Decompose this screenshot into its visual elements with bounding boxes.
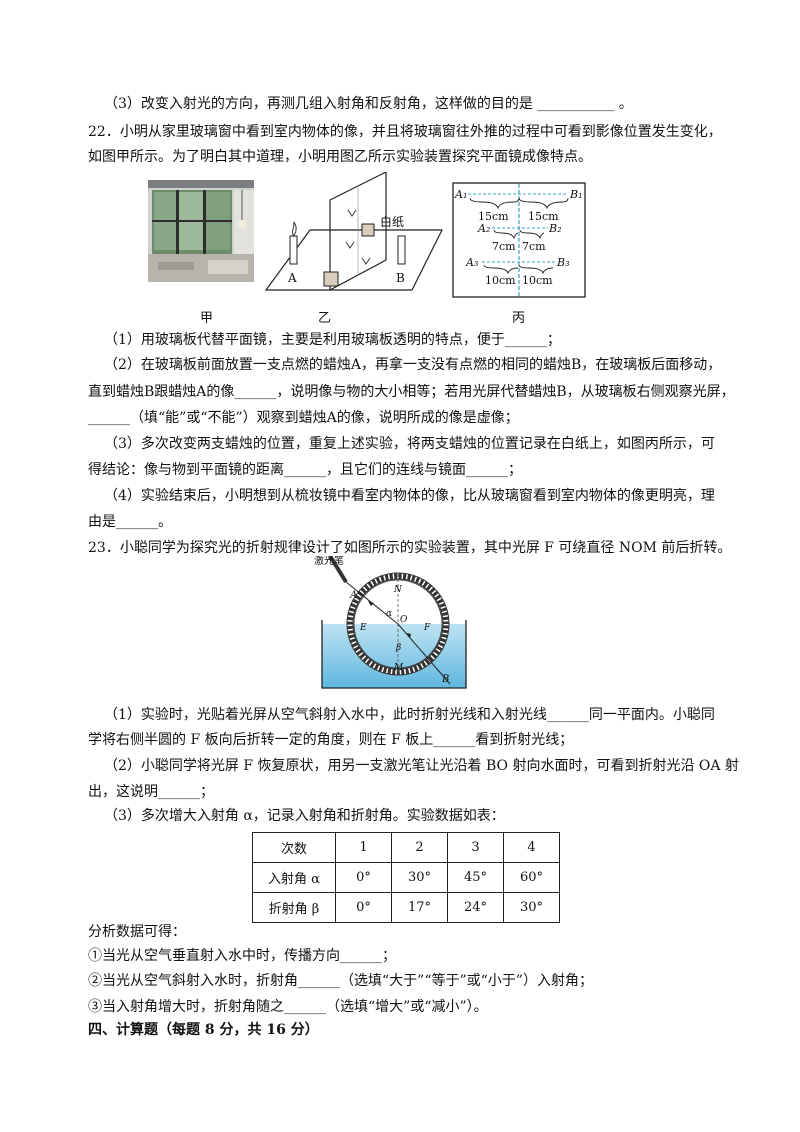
table-row: 折射角 β 0° 17° 24° 30° (252, 892, 560, 923)
q23-part3: （3）多次增大入射角 α，记录入射角和折射角。实验数据如表： (104, 808, 505, 824)
label-alpha: α (386, 609, 392, 619)
table-header-cell: 1 (335, 832, 392, 863)
label-n: N (393, 585, 403, 595)
figure-bing-records: A₁ B₁ 15cm 15cm A₂ B₂ 7cm 7cm A₃ B₃ 10cm… (452, 182, 586, 298)
label-a1: A₁ (454, 188, 467, 201)
table-cell: 0° (335, 892, 392, 923)
figure-refraction-apparatus: 激光笔 A N α O E F β M B (314, 556, 467, 689)
label-candle-a: A (287, 271, 297, 285)
dist-b3: 10cm (522, 274, 553, 287)
dist-a3: 10cm (485, 274, 516, 287)
label-m: M (393, 663, 404, 673)
dist-a1: 15cm (478, 210, 509, 223)
analysis-heading: 分析数据可得： (88, 924, 186, 940)
label-white-paper: 白纸 (380, 214, 404, 229)
label-o: O (400, 615, 408, 625)
label-laser-pen: 激光笔 (314, 556, 344, 567)
q23-part2-line2: 出，这说明______； (88, 784, 214, 800)
label-a2: A₂ (477, 222, 490, 235)
table-cell: 30° (503, 892, 560, 923)
q22-part4-line2: 由是______。 (88, 514, 172, 530)
q22-part2-line3: ______（填“能”或“不能”）观察到蜡烛A的像，说明所成的像是虚像； (88, 410, 519, 426)
table-cell: 30° (391, 862, 448, 893)
dist-b1: 15cm (528, 210, 559, 223)
table-cell: 45° (447, 862, 504, 893)
conclusion-2: ②当光从空气斜射入水时，折射角______（选填“大于”“等于”或“小于”）入射… (88, 973, 593, 989)
caption-bing: 丙 (512, 311, 526, 326)
q22-part3-line2: 得结论：像与物到平面镜的距离______，且它们的连线与镜面______； (88, 462, 522, 478)
q22-part2-line1: （2）在玻璃板前面放置一支点燃的蜡烛A，再拿一支没有点燃的相同的蜡烛B，在玻璃板… (104, 357, 722, 373)
table-cell: 60° (503, 862, 560, 893)
label-a3: A₃ (465, 256, 478, 269)
conclusion-3: ③当入射角增大时，折射角随之______（选填“增大”或“减小”）。 (88, 999, 488, 1015)
q21-part3: （3）改变入射光的方向，再测几组入射角和反射角，这样做的目的是 ________… (104, 96, 633, 112)
dist-b2: 7cm (522, 240, 546, 253)
figure-yi-plane-mirror: 白纸 A B (264, 172, 443, 292)
q22-part4-line1: （4）实验结束后，小明想到从梳妆镜中看室内物体的像，比从玻璃窗看到室内物体的像更… (104, 488, 715, 504)
label-a: A (349, 590, 357, 601)
conclusion-1: ①当光从空气垂直射入水中时，传播方向______； (88, 948, 396, 964)
q22-stem-line1: 22．小明从家里玻璃窗中看到室内物体的像，并且将玻璃窗往外推的过程中可看到影像位… (88, 124, 722, 140)
label-b1: B₁ (569, 188, 583, 201)
caption-jia: 甲 (200, 311, 214, 326)
label-e: E (359, 623, 367, 633)
q23-part1-line2: 学将右侧半圆的 F 板向后折转一定的角度，则在 F 板上______看到折射光线… (88, 732, 574, 748)
photo-window-jia (148, 180, 254, 282)
label-b2: B₂ (548, 222, 562, 235)
table-cell: 0° (335, 862, 392, 893)
angle-data-table: 次数 1 2 3 4 入射角 α 0° 30° 45° 60° 折射角 β 0°… (252, 832, 560, 923)
table-header-cell: 次数 (252, 832, 336, 863)
table-header-cell: 4 (503, 832, 560, 863)
label-b: B (441, 674, 449, 685)
q22-part2-line2: 直到蜡烛B跟蜡烛A的像______，说明像与物的大小相等；若用光屏代替蜡烛B，从… (88, 384, 735, 400)
table-header-cell: 2 (391, 832, 448, 863)
table-header-cell: 3 (447, 832, 504, 863)
q23-part1-line1: （1）实验时，光贴着光屏从空气斜射入水中，此时折射光线和入射光线______同一… (104, 707, 715, 723)
table-cell: 17° (391, 892, 448, 923)
q22-part1: （1）用玻璃板代替平面镜，主要是利用玻璃板透明的特点，便于______； (104, 332, 561, 348)
section-heading-calculation: 四、计算题（每题 8 分，共 16 分） (88, 1022, 319, 1038)
table-cell: 入射角 α (252, 862, 336, 893)
table-header-row: 次数 1 2 3 4 (252, 832, 560, 863)
q22-stem-line2: 如图甲所示。为了明白其中道理，小明用图乙所示实验装置探究平面镜成像特点。 (88, 149, 592, 165)
q22-part3-line1: （3）多次改变两支蜡烛的位置，重复上述实验，将两支蜡烛的位置记录在白纸上，如图丙… (104, 436, 715, 452)
table-row: 入射角 α 0° 30° 45° 60° (252, 862, 560, 893)
q23-stem: 23．小聪同学为探究光的折射规律设计了如图所示的实验装置，其中光屏 F 可绕直径… (88, 540, 732, 556)
caption-yi: 乙 (318, 311, 332, 326)
dist-a2: 7cm (492, 240, 516, 253)
label-candle-b: B (396, 271, 405, 285)
label-f: F (423, 623, 431, 633)
label-beta: β (395, 643, 401, 653)
table-cell: 折射角 β (252, 892, 336, 923)
label-b3: B₃ (556, 256, 570, 269)
q23-part2-line1: （2）小聪同学将光屏 F 恢复原状，用另一支激光笔让光沿着 BO 射向水面时，可… (104, 758, 739, 774)
table-cell: 24° (447, 892, 504, 923)
